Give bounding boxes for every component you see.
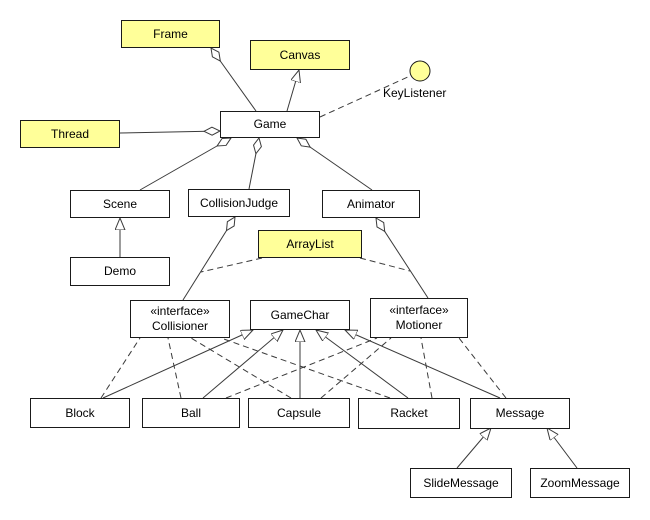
class-label: Block	[65, 405, 95, 420]
class-label: Message	[495, 406, 545, 420]
edge-racket-implements-motioner	[420, 337, 433, 399]
class-label: Canvas	[279, 47, 321, 62]
keylistener-lollipop-icon[interactable]	[409, 60, 431, 82]
edge-game-aggregates-thread	[119, 131, 220, 133]
class-box-frame[interactable]: Frame	[121, 20, 220, 48]
edge-arraylist-to-collisioner-link	[200, 257, 263, 273]
class-box-ball[interactable]: Ball	[142, 398, 240, 428]
class-box-game[interactable]: Game	[220, 111, 320, 138]
edge-ball-implements-collisioner	[167, 337, 182, 399]
edge-ball-extends-gamechar	[202, 330, 283, 399]
edge-collisionjudge-aggregates-collisioner	[182, 217, 235, 301]
class-label: Collisioner	[151, 319, 209, 333]
edge-zoommessage-extends-message	[547, 428, 578, 469]
keylistener-label: KeyListener	[383, 86, 447, 100]
class-box-slidemessage[interactable]: SlideMessage	[410, 468, 512, 498]
interface-stereotype: «interface»	[150, 304, 210, 318]
edge-game-aggregates-scene	[139, 138, 231, 191]
edge-slidemessage-extends-message	[456, 428, 491, 469]
edge-game-aggregates-animator	[297, 138, 373, 191]
class-label: Ball	[180, 405, 201, 420]
edge-capsule-implements-collisioner	[190, 337, 292, 399]
class-box-capsule[interactable]: Capsule	[248, 398, 350, 428]
edge-racket-extends-gamechar	[316, 330, 409, 399]
class-label: Animator	[346, 196, 396, 211]
class-label: Racket	[390, 406, 428, 420]
class-box-demo[interactable]: Demo	[70, 257, 170, 286]
edge-message-extends-gamechar	[345, 330, 501, 399]
edge-frame-aggregates-game	[211, 48, 257, 112]
class-box-animator[interactable]: Animator	[322, 190, 420, 218]
edge-arraylist-to-motioner-link	[359, 257, 411, 272]
class-label: GameChar	[270, 307, 330, 322]
class-label: Thread	[50, 126, 90, 141]
edge-game-extends-canvas	[286, 70, 299, 112]
class-label: ArrayList	[286, 236, 334, 251]
class-box-canvas[interactable]: Canvas	[250, 40, 350, 70]
class-box-thread[interactable]: Thread	[20, 120, 120, 148]
class-label: CollisionJudge	[199, 195, 279, 210]
edge-message-implements-motioner	[458, 337, 507, 399]
class-box-arraylist[interactable]: ArrayList	[258, 230, 362, 258]
class-label: SlideMessage	[423, 475, 499, 490]
class-label: Frame	[153, 26, 188, 41]
edge-capsule-implements-motioner	[320, 337, 392, 399]
class-label: Motioner	[395, 318, 443, 332]
class-label: Scene	[102, 196, 138, 211]
edge-racket-implements-collisioner	[220, 337, 391, 399]
edge-block-implements-collisioner	[100, 337, 141, 399]
edge-game-aggregates-collisionjudge	[248, 138, 259, 190]
class-box-zoommessage[interactable]: ZoomMessage	[530, 468, 630, 498]
class-box-collisionjudge[interactable]: CollisionJudge	[188, 189, 290, 217]
interface-box-motioner[interactable]: «interface» Motioner	[370, 298, 468, 338]
class-box-block[interactable]: Block	[30, 398, 130, 428]
class-label: Capsule	[276, 405, 322, 420]
edge-game-implements-keylistener	[319, 75, 411, 118]
class-box-message[interactable]: Message	[470, 398, 570, 429]
interface-stereotype: «interface»	[389, 303, 449, 317]
class-label: ZoomMessage	[540, 475, 620, 490]
interface-box-collisioner[interactable]: «interface» Collisioner	[130, 300, 230, 338]
class-box-gamechar[interactable]: GameChar	[250, 300, 350, 330]
edge-block-extends-gamechar	[102, 330, 253, 399]
class-box-racket[interactable]: Racket	[358, 398, 460, 429]
class-box-scene[interactable]: Scene	[70, 190, 170, 218]
class-label: Demo	[103, 264, 136, 278]
edge-ball-implements-motioner	[225, 337, 378, 399]
class-label: Game	[253, 117, 287, 131]
edge-animator-aggregates-motioner	[376, 218, 429, 299]
